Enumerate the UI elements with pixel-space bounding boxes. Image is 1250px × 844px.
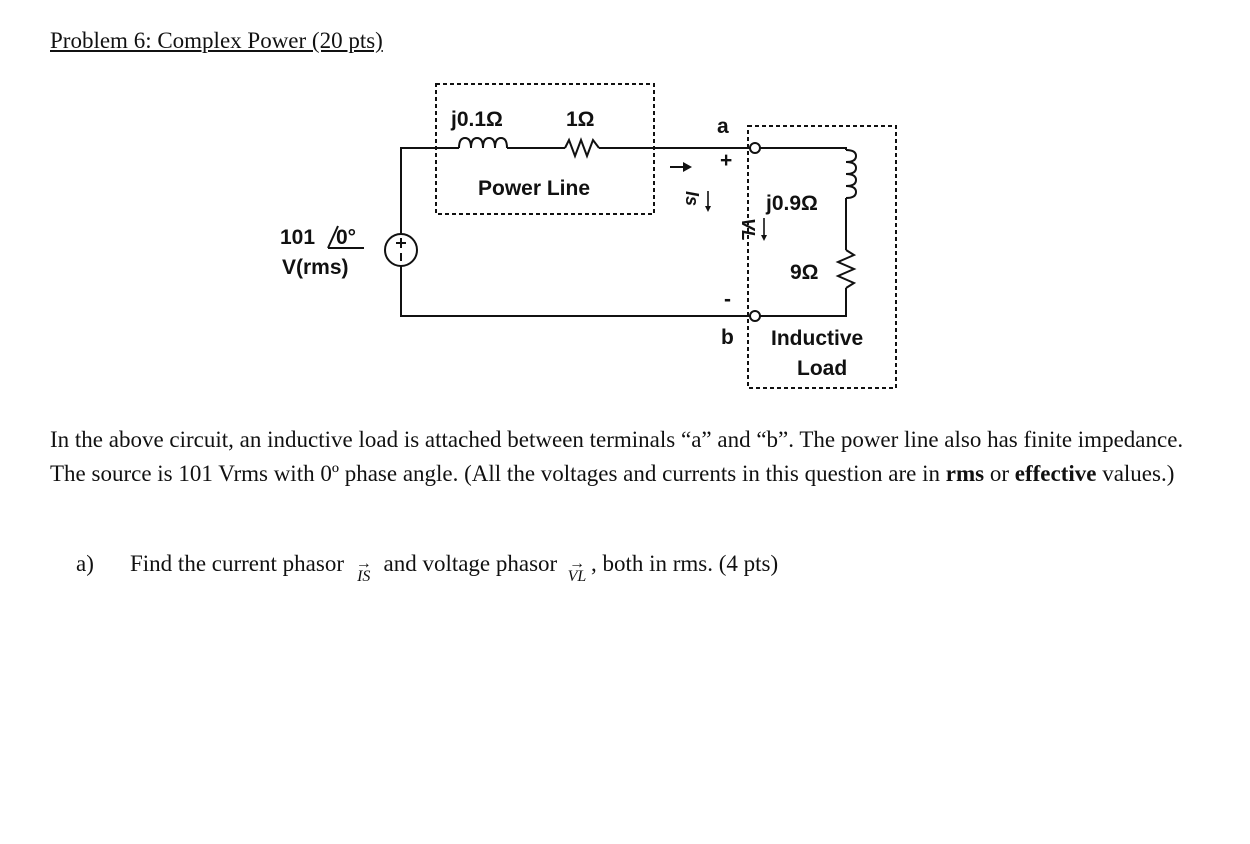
terminal-b [749, 310, 761, 322]
terminal-a [749, 142, 761, 154]
wire-bottom-right [755, 288, 847, 317]
current-phasor-symbol: →IS [355, 555, 372, 585]
wire-top-right [755, 147, 847, 150]
line-resistor-label: 1Ω [566, 108, 595, 131]
minus-sign: - [724, 288, 731, 311]
problem-description: In the above circuit, an inductive load … [50, 423, 1200, 491]
load-box [747, 125, 897, 389]
question-a-text-3: , both in rms. (4 pts) [590, 551, 779, 576]
voltage-phasor-symbol: →VL [567, 555, 587, 585]
problem-title: Problem 6: Complex Power (20 pts) [50, 28, 383, 53]
source-magnitude: 101 [280, 226, 315, 249]
question-a-text-2: and voltage phasor [377, 551, 563, 576]
voltage-label: VL [738, 218, 758, 241]
voltage-source [384, 233, 418, 267]
current-label: Is [682, 191, 702, 206]
load-resistor [835, 249, 857, 289]
angle-slash [327, 225, 339, 249]
plus-sign: + [720, 149, 732, 172]
question-a-text-1: Find the current phasor [130, 551, 350, 576]
desc-part-1: In the above circuit, an inductive load … [50, 427, 1184, 486]
wire-bottom-left [400, 266, 755, 317]
node-a-label: a [717, 115, 729, 138]
desc-bold-rms: rms [945, 461, 985, 486]
load-inductor [845, 149, 858, 199]
source-unit: V(rms) [282, 256, 349, 279]
node-b-label: b [721, 326, 734, 349]
line-inductor-label: j0.1Ω [450, 108, 503, 131]
question-a-label: a) [76, 551, 94, 576]
power-line-label: Power Line [478, 177, 590, 200]
load-label-2: Load [797, 357, 847, 380]
load-resistor-label: 9Ω [790, 261, 819, 284]
circuit-diagram: j0.1Ω 1Ω Power Line a + - b Is VL 101 0°… [280, 83, 897, 389]
load-inductor-label: j0.9Ω [765, 192, 818, 215]
desc-part-3: values.) [1096, 461, 1175, 486]
source-angle: 0° [336, 226, 356, 249]
wire-top-left [400, 147, 459, 234]
desc-part-2: or [984, 461, 1015, 486]
line-resistor [564, 137, 600, 159]
load-label-1: Inductive [771, 327, 863, 350]
desc-bold-effective: effective [1014, 461, 1097, 486]
question-a: a) Find the current phasor →IS and voltag… [76, 551, 778, 585]
line-inductor [458, 136, 508, 149]
